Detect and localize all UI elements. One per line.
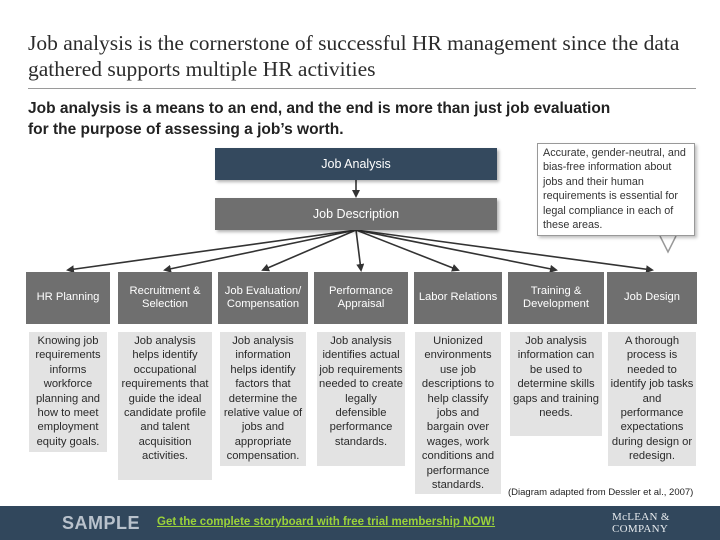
category-job-design: Job Design (607, 272, 697, 324)
category-performance-appraisal: Performance Appraisal (314, 272, 408, 324)
description-hr-planning: Knowing job requirements informs workfor… (29, 332, 107, 452)
company-logo: McLEAN & COMPANY (612, 511, 692, 535)
arrow-to-category-6 (355, 229, 558, 273)
arrow-to-category-5 (355, 229, 460, 272)
logo-line-2: COMPANY (612, 523, 669, 535)
description-job-design: A thorough process is needed to identify… (608, 332, 696, 466)
callout-pointer (659, 235, 677, 254)
description-performance-appraisal: Job analysis identifies actual job requi… (317, 332, 405, 466)
category-labor-relations: Labor Relations (414, 272, 502, 324)
arrow-to-category-1 (66, 229, 357, 274)
job-analysis-box: Job Analysis (215, 148, 497, 180)
category-training-development: Training & Development (508, 272, 604, 324)
arrow-to-category-3 (261, 229, 357, 272)
compliance-callout: Accurate, gender-neutral, and bias-free … (537, 143, 695, 236)
description-training-development: Job analysis information can be used to … (510, 332, 602, 436)
diagram-source: (Diagram adapted from Dessler et al., 20… (508, 487, 694, 498)
sample-watermark: SAMPLE (62, 513, 141, 533)
category-hr-planning: HR Planning (26, 272, 110, 324)
arrow-fan (66, 229, 654, 274)
page-subtitle: Job analysis is a means to an end, and t… (28, 100, 611, 138)
category-recruitment-selection: Recruitment & Selection (118, 272, 212, 324)
arrow-to-category-7 (355, 229, 654, 274)
footer-bar: SAMPLE Get the complete storyboard with … (0, 506, 720, 540)
description-recruitment-selection: Job analysis helps identify occupational… (118, 332, 212, 480)
page-title: Job analysis is the cornerstone of succe… (28, 31, 680, 81)
description-labor-relations: Unionized environments use job descripti… (415, 332, 501, 494)
arrow-to-category-2 (163, 229, 357, 273)
logo-line-1: McLEAN & (612, 511, 670, 523)
trial-membership-link[interactable]: Get the complete storyboard with free tr… (157, 516, 496, 528)
job-description-box: Job Description (215, 198, 497, 230)
title-divider (28, 88, 696, 89)
description-job-evaluation: Job analysis information helps identify … (220, 332, 306, 466)
category-job-evaluation: Job Evaluation/ Compensation (218, 272, 308, 324)
arrow-to-category-4 (355, 229, 365, 272)
